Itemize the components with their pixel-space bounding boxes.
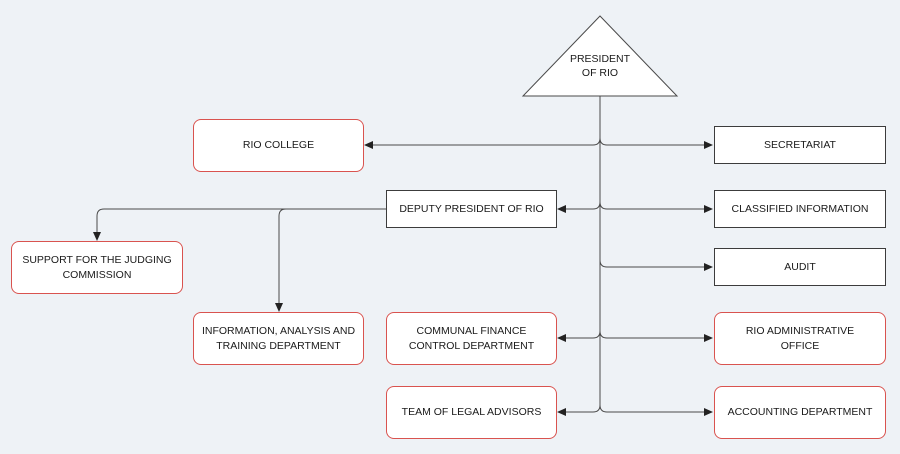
connector-admin-office bbox=[599, 330, 713, 342]
node-admin-office-line2: OFFICE bbox=[780, 339, 820, 352]
node-accounting-label: ACCOUNTING DEPARTMENT bbox=[727, 406, 873, 418]
node-info-analysis-line2: TRAINING DEPARTMENT bbox=[216, 339, 341, 352]
node-admin-office[interactable]: RIO ADMINISTRATIVE OFFICE bbox=[714, 312, 886, 365]
node-secretariat[interactable]: SECRETARIAT bbox=[714, 126, 886, 164]
node-communal-finance-text: COMMUNAL FINANCE CONTROL DEPARTMENT bbox=[409, 324, 534, 354]
node-classified-information[interactable]: CLASSIFIED INFORMATION bbox=[714, 190, 886, 228]
node-support-judging-line1: SUPPORT FOR THE JUDGING bbox=[22, 253, 172, 266]
node-deputy-president[interactable]: DEPUTY PRESIDENT OF RIO bbox=[386, 190, 557, 228]
node-audit-label: AUDIT bbox=[784, 260, 816, 273]
node-support-judging-line2: COMMISSION bbox=[62, 268, 132, 281]
connector-legal-advisors bbox=[557, 404, 601, 416]
node-rio-college[interactable]: RIO COLLEGE bbox=[193, 119, 364, 172]
connector-communal-finance bbox=[557, 330, 601, 342]
connector-audit bbox=[599, 259, 713, 271]
node-legal-advisors-label: TEAM OF LEGAL ADVISORS bbox=[401, 406, 542, 418]
connector-deputy bbox=[557, 201, 601, 213]
node-accounting[interactable]: ACCOUNTING DEPARTMENT bbox=[714, 386, 886, 439]
node-info-analysis-line1: INFORMATION, ANALYSIS AND bbox=[201, 324, 356, 337]
node-info-analysis-text: INFORMATION, ANALYSIS AND TRAINING DEPAR… bbox=[202, 324, 355, 354]
node-secretariat-label: SECRETARIAT bbox=[764, 138, 836, 151]
node-info-analysis[interactable]: INFORMATION, ANALYSIS AND TRAINING DEPAR… bbox=[193, 312, 364, 365]
president-label-line2: OF RIO bbox=[581, 67, 619, 79]
node-rio-college-label: RIO COLLEGE bbox=[242, 139, 315, 151]
node-legal-advisors[interactable]: TEAM OF LEGAL ADVISORS bbox=[386, 386, 557, 439]
president-label: PRESIDENT OF RIO bbox=[560, 52, 640, 80]
connector-secretariat bbox=[599, 137, 713, 149]
node-audit[interactable]: AUDIT bbox=[714, 248, 886, 286]
node-communal-finance[interactable]: COMMUNAL FINANCE CONTROL DEPARTMENT bbox=[386, 312, 557, 365]
connector-accounting bbox=[599, 404, 713, 416]
node-support-judging-text: SUPPORT FOR THE JUDGING COMMISSION bbox=[22, 253, 171, 283]
connector-support-judging bbox=[93, 208, 386, 241]
connector-rio-college bbox=[364, 137, 601, 149]
node-deputy-president-label: DEPUTY PRESIDENT OF RIO bbox=[399, 202, 544, 215]
node-classified-information-label: CLASSIFIED INFORMATION bbox=[731, 202, 869, 215]
node-communal-finance-line2: CONTROL DEPARTMENT bbox=[408, 339, 535, 352]
node-communal-finance-line1: COMMUNAL FINANCE bbox=[416, 324, 527, 337]
president-label-line1: PRESIDENT bbox=[569, 53, 631, 65]
node-admin-office-text: RIO ADMINISTRATIVE OFFICE bbox=[746, 324, 854, 354]
connector-classified bbox=[599, 201, 713, 213]
connector-info-analysis bbox=[275, 208, 287, 312]
node-admin-office-line1: RIO ADMINISTRATIVE bbox=[745, 324, 855, 337]
node-support-judging[interactable]: SUPPORT FOR THE JUDGING COMMISSION bbox=[11, 241, 183, 294]
